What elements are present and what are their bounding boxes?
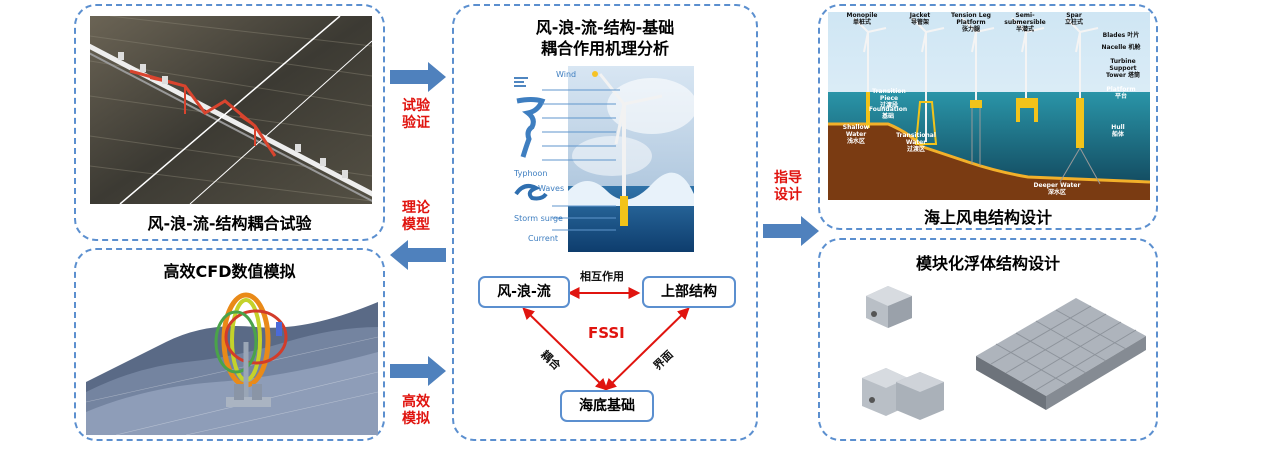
cfd-panel: 高效CFD数值模拟 — [74, 248, 385, 441]
label-theory-model: 理论 模型 — [402, 200, 430, 233]
part-tower: Turbine Support Tower 塔筒 — [1105, 58, 1141, 79]
cfd-simulation-image — [86, 282, 378, 435]
fssi-label: FSSI — [588, 324, 625, 342]
label-test-verify: 试验 验证 — [402, 98, 430, 131]
node-wind-wave-current: 风-浪-流 — [478, 276, 570, 308]
mechanism-panel: 风-浪-流-结构-基础 耦合作用机理分析 — [452, 4, 758, 441]
env-typhoon-label: Typhoon — [513, 169, 547, 178]
arrow-to-center-bottom — [390, 356, 446, 386]
offshore-wind-panel: 海上风电结构设计 — [818, 4, 1158, 230]
edge-top-label: 相互作用 — [580, 270, 624, 283]
offshore-turbines-illustration — [828, 12, 1150, 200]
mechanism-title-line2: 耦合作用机理分析 — [540, 39, 669, 58]
edge-left — [522, 307, 608, 391]
cfd-title: 高效CFD数值模拟 — [163, 262, 296, 281]
arrow-to-left-bottom — [390, 240, 446, 270]
arrow-to-right — [763, 216, 819, 246]
double-floater-image — [856, 356, 952, 428]
part-blades: Blades 叶片 — [1102, 32, 1140, 39]
modular-floating-platform-image — [966, 286, 1152, 424]
experiment-panel: 风-浪-流-结构耦合试验 — [74, 4, 385, 241]
node-upper-structure: 上部结构 — [642, 276, 736, 308]
env-waves-label: Waves — [538, 184, 564, 193]
edge-right — [604, 307, 690, 391]
bridge-model-photo — [90, 16, 372, 204]
part-nacelle: Nacelle 机舱 — [1101, 44, 1141, 51]
arrow-to-center-top — [390, 62, 446, 92]
node-seabed-foundation: 海底基础 — [560, 390, 654, 422]
floating-module-title: 模块化浮体结构设计 — [915, 254, 1060, 273]
env-current-label: Current — [528, 234, 558, 243]
label-efficient-sim: 高效 模拟 — [402, 394, 430, 427]
env-loads-illustration: Wind Typhoon Waves Storm surge Current — [512, 66, 694, 252]
env-storm-label: Storm surge — [514, 214, 563, 223]
fssi-relations — [522, 287, 690, 391]
single-floater-image — [856, 278, 920, 334]
mechanism-title-line1: 风-浪-流-结构-基础 — [535, 18, 675, 37]
experiment-title: 风-浪-流-结构耦合试验 — [147, 214, 312, 233]
offshore-wind-title: 海上风电结构设计 — [923, 208, 1052, 227]
env-wind-label: Wind — [556, 70, 576, 79]
floating-module-panel: 模块化浮体结构设计 — [818, 238, 1158, 441]
label-guide-design: 指导 设计 — [774, 170, 802, 203]
